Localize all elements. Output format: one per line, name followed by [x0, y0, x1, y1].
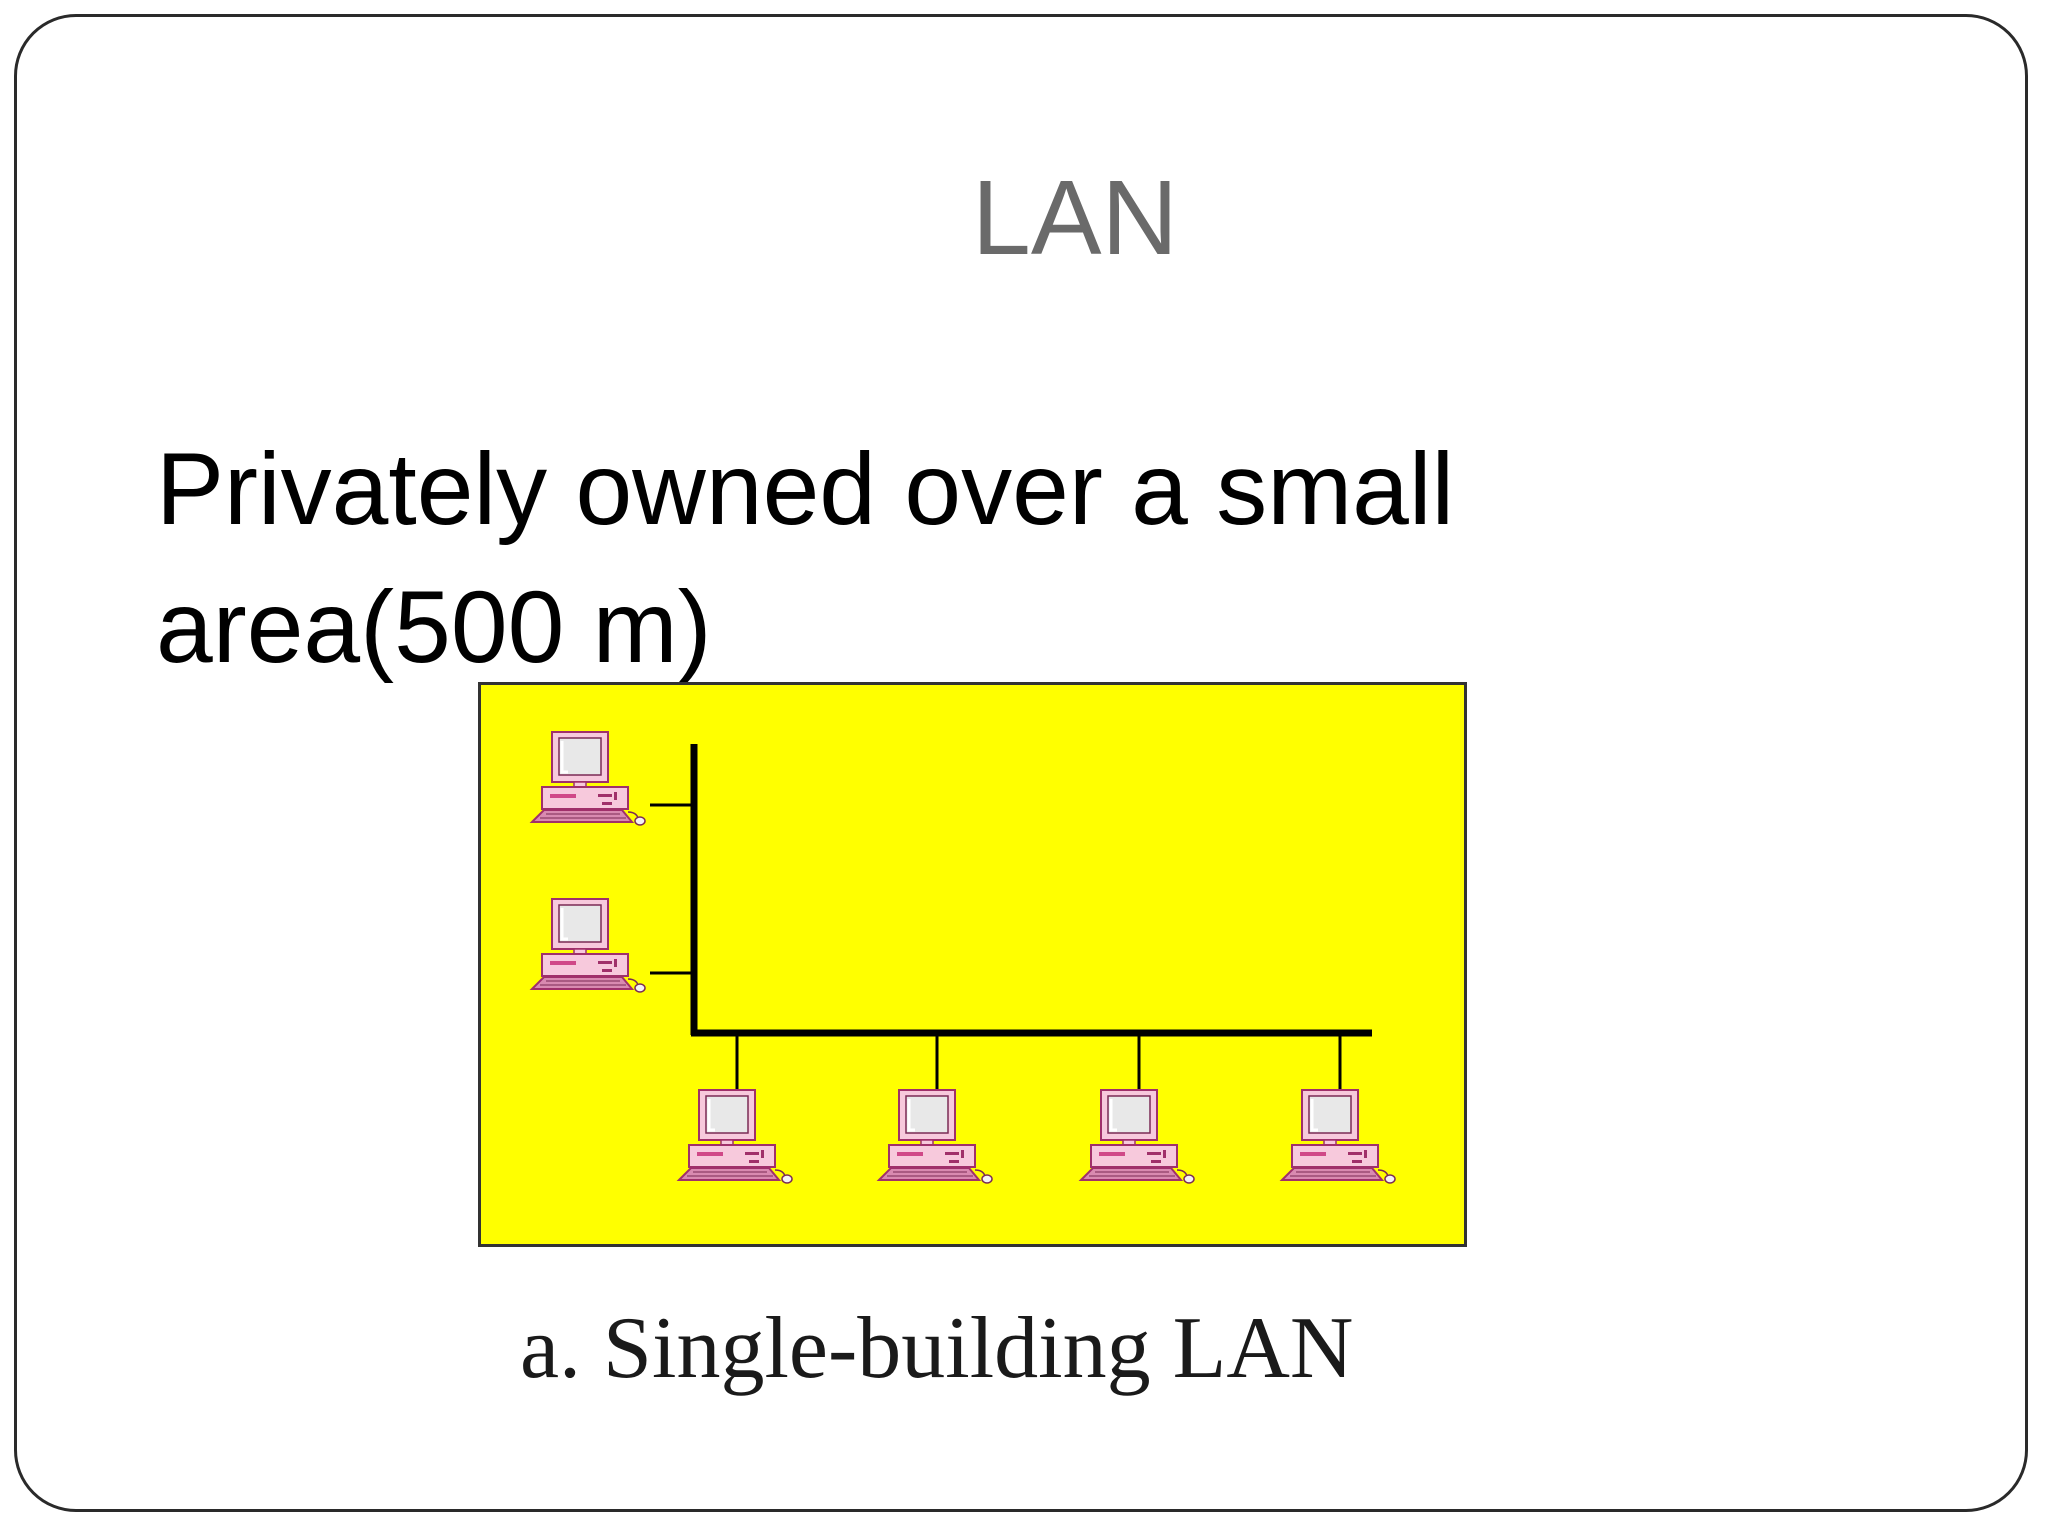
- lan-diagram: [478, 682, 1467, 1247]
- body-line-2: area(500 m): [156, 570, 712, 684]
- slide-title: LAN: [971, 159, 1179, 277]
- slide-body: Privately owned over a small area(500 m): [156, 420, 1856, 696]
- body-line-1: Privately owned over a small: [156, 432, 1455, 546]
- diagram-caption: a. Single-building LAN: [520, 1300, 1354, 1397]
